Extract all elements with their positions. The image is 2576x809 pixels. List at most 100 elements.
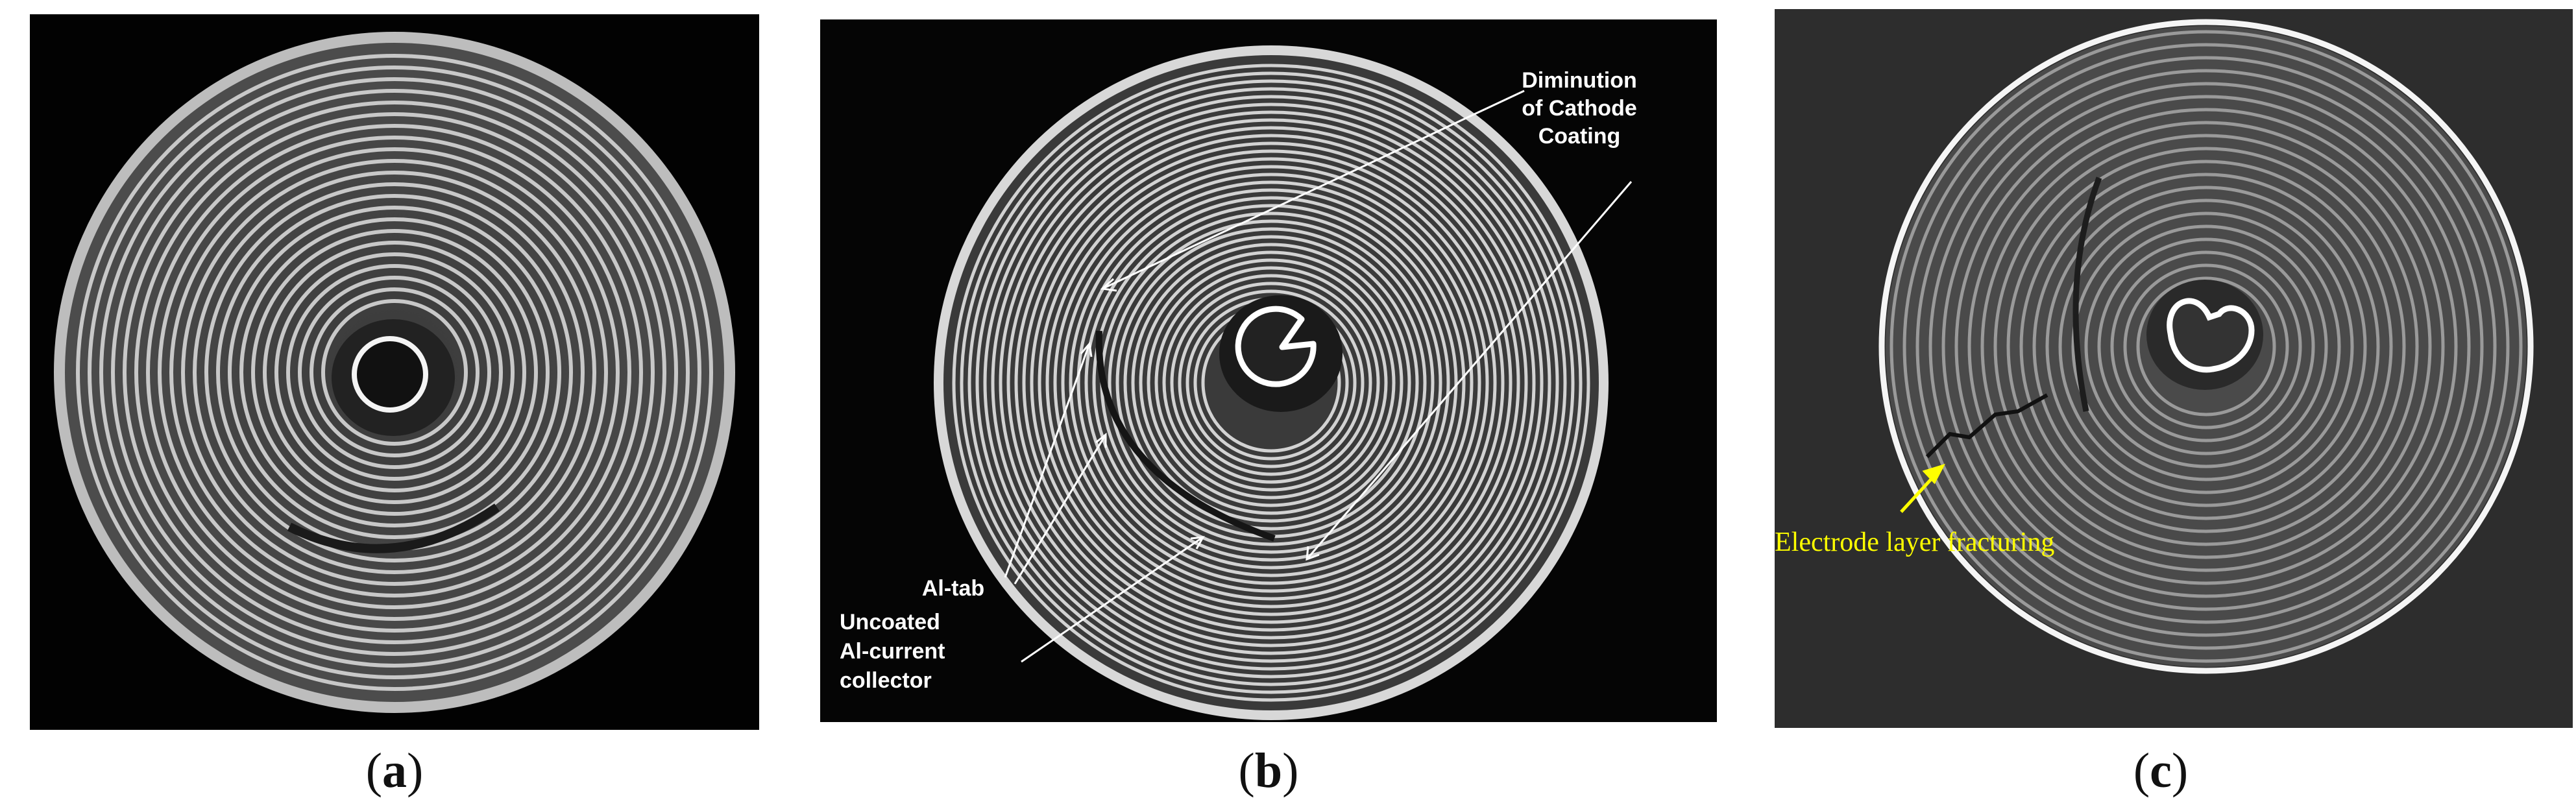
ct-scan-panel-a: [30, 14, 759, 730]
tab-shadow: [1095, 330, 1276, 542]
electrode-ring: [1022, 134, 1520, 632]
electrode-ring: [999, 110, 1544, 655]
electrode-ring: [1902, 43, 2510, 650]
annotation-arrows: [1004, 90, 1633, 663]
electrode-ring: [146, 124, 643, 621]
electrode-ring: [1006, 118, 1536, 647]
electrode-ring: [2123, 263, 2289, 429]
electrode-layers: [1889, 30, 2523, 663]
electrode-ring: [983, 95, 1559, 671]
electrode-ring: [181, 159, 608, 586]
electrode-ring: [134, 112, 655, 633]
electrode-ring: [952, 64, 1590, 702]
electrode-layers: [76, 54, 713, 691]
caption-a: (a): [365, 743, 424, 798]
electrode-ring: [1889, 30, 2523, 663]
electrode-ring: [1084, 196, 1458, 570]
electrode-ring: [2032, 173, 2380, 520]
electrode-ring: [1076, 188, 1466, 577]
electrode-ring: [1967, 108, 2445, 585]
electrode-ring: [111, 89, 678, 656]
electrode-ring: [2006, 147, 2406, 546]
electrode-ring: [1993, 134, 2419, 559]
electrode-ring: [2058, 199, 2354, 494]
fracture-crack: [1925, 393, 2048, 459]
mandrel: [1235, 306, 1317, 387]
caption-b-label: b: [1254, 743, 1283, 798]
electrode-ring: [2019, 160, 2393, 533]
mandrel: [2167, 298, 2255, 373]
electrode-ring: [204, 182, 585, 562]
electrode-ring: [991, 103, 1551, 663]
fracture-arrow: [1900, 463, 1945, 513]
tab-shadow: [287, 503, 500, 553]
caption-a-label: a: [382, 743, 407, 798]
electrode-ring: [321, 299, 468, 446]
electrode-ring: [1139, 250, 1403, 515]
annotation-collector-3: collector: [840, 668, 932, 693]
electrode-ring: [76, 54, 713, 691]
annotation-fracture: Electrode layer fracturing: [1775, 527, 2054, 557]
electrode-ring: [1154, 266, 1388, 500]
electrode-ring: [1069, 180, 1474, 585]
caption-c-label: c: [2150, 743, 2172, 798]
electrode-ring: [169, 147, 620, 598]
electrode-ring: [960, 71, 1583, 694]
annotation-cathode-2: of Cathode: [1522, 96, 1637, 121]
ct-image-c: Electrode layer fracturing: [1775, 19, 2534, 674]
electrode-ring: [274, 252, 515, 492]
electrode-ring: [1954, 95, 2458, 598]
electrode-ring: [967, 79, 1575, 686]
electrode-ring: [1147, 258, 1396, 507]
electrode-ring: [239, 217, 550, 527]
annotation-collector-2: Al-current: [840, 639, 945, 664]
electrode-ring: [1123, 235, 1419, 531]
ct-image-a: [54, 32, 735, 713]
electrode-ring: [1053, 165, 1489, 601]
electrode-ring: [975, 87, 1567, 679]
electrode-ring: [228, 206, 561, 539]
electrode-ring: [1170, 282, 1372, 484]
electrode-ring: [286, 264, 503, 481]
electrode-ring: [193, 171, 596, 574]
electrode-ring: [1131, 243, 1411, 523]
electrode-ring: [2045, 186, 2367, 507]
electrode-ring: [123, 101, 666, 644]
electrode-layers: [952, 64, 1590, 702]
caption-b: (b): [1238, 743, 1299, 798]
electrode-ring: [298, 276, 491, 469]
electrode-ring: [1030, 141, 1513, 624]
electrode-ring: [2097, 237, 2315, 455]
electrode-ring: [1014, 126, 1528, 640]
electrode-ring: [1178, 289, 1365, 476]
annotation-collector-1: Uncoated: [840, 610, 940, 634]
tab-shadow: [2072, 176, 2102, 412]
electrode-ring: [2110, 250, 2302, 442]
electrode-ring: [158, 136, 631, 609]
electrode-ring: [1928, 69, 2484, 624]
electrode-ring: [1162, 274, 1380, 492]
ct-scan-panel-c: Electrode layer fracturing: [1775, 9, 2573, 728]
electrode-ring: [1915, 56, 2497, 637]
electrode-ring: [1980, 121, 2432, 572]
electrode-ring: [88, 66, 701, 679]
annotation-cathode-3: Coating: [1538, 124, 1621, 149]
cell-casing: [1878, 19, 2534, 674]
electrode-ring: [1038, 149, 1505, 616]
electrode-ring: [2084, 224, 2328, 468]
electrode-ring: [1092, 204, 1450, 562]
electrode-ring: [251, 229, 538, 516]
mandrel: [352, 336, 428, 413]
electrode-ring: [1045, 157, 1497, 609]
ct-image-b: Diminution of Cathode Coating Al-tab Unc…: [840, 45, 1637, 720]
ct-scan-panel-b: Diminution of Cathode Coating Al-tab Unc…: [820, 19, 1717, 722]
annotation-cathode-1: Diminution: [1522, 68, 1637, 93]
electrode-ring: [99, 77, 690, 668]
electrode-ring: [2071, 211, 2341, 481]
electrode-ring: [263, 241, 526, 504]
electrode-ring: [2136, 276, 2276, 417]
caption-c: (c): [2133, 743, 2189, 798]
annotation-al-tab: Al-tab: [922, 576, 984, 601]
electrode-ring: [1108, 219, 1435, 546]
electrode-ring: [1061, 173, 1481, 593]
